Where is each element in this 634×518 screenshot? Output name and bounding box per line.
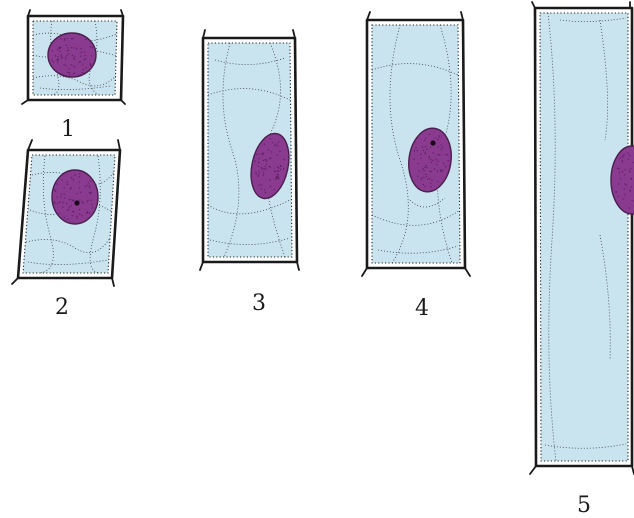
cell-5-cytoplasm [540,13,628,461]
cell-1 [22,10,125,104]
cell-2-nucleus [52,170,98,224]
cell-2-nucleolus [74,200,79,205]
cell-4-nucleolus [430,140,435,145]
cell-3 [200,30,299,270]
cell-5-label: 5 [577,493,591,518]
cell-4-label: 4 [415,296,429,321]
cell-2-label: 2 [55,295,69,320]
cell-2 [12,140,120,286]
cell-1-label: 1 [61,117,75,142]
cell-5 [530,2,634,474]
cell-3-label: 3 [252,291,266,316]
cell-4 [362,12,470,276]
